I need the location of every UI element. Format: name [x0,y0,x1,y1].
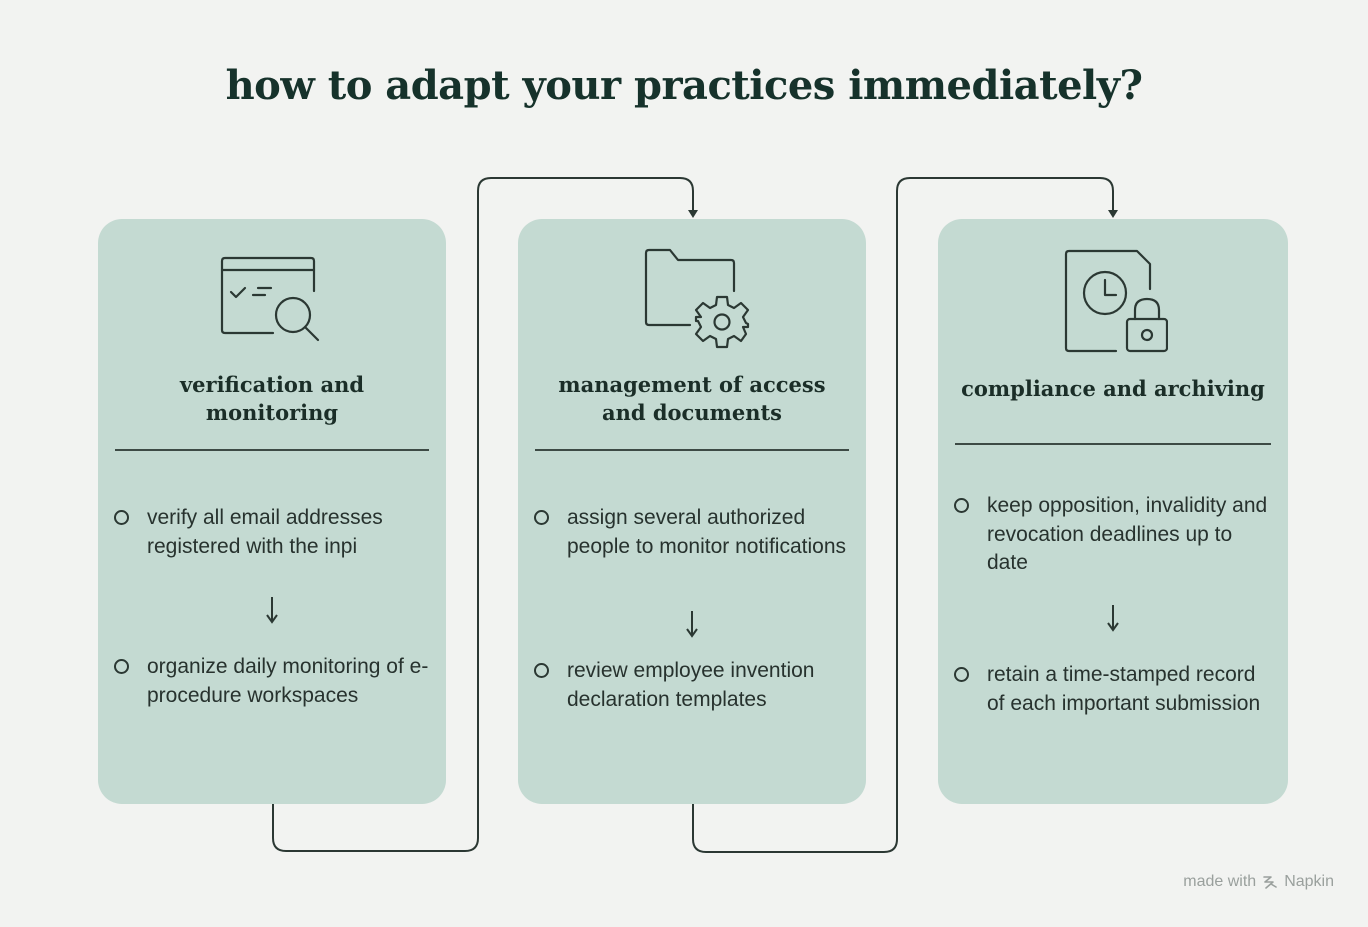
list-item: keep opposition, invalidity and revocati… [954,492,1274,578]
item-text: keep opposition, invalidity and revocati… [987,494,1268,574]
divider [535,449,849,451]
card-compliance-archiving: compliance and archiving keep opposition… [938,219,1288,804]
bullet-icon [954,667,969,682]
document-clock-lock-icon [938,249,1288,355]
card-verification-monitoring: verification and monitoring verify all e… [98,219,446,804]
bullet-icon [114,659,129,674]
divider [955,443,1271,445]
bullet-icon [534,510,549,525]
bullet-icon [114,510,129,525]
item-text: retain a time-stamped record of each imp… [987,663,1261,715]
item-text: organize daily monitoring of e-procedure… [147,655,429,707]
down-arrow-icon [1107,605,1119,632]
credit-brand: Napkin [1284,873,1334,890]
item-text: review employee invention declaration te… [567,659,815,711]
bullet-icon [954,498,969,513]
list-item: retain a time-stamped record of each imp… [954,661,1274,718]
divider [115,449,429,451]
item-text: verify all email addresses registered wi… [147,506,383,558]
card-heading: verification and monitoring [179,372,365,425]
list-item: review employee invention declaration te… [534,657,852,714]
card-heading: compliance and archiving [961,376,1265,401]
bullet-icon [534,663,549,678]
card-heading: management of access and documents [558,372,826,425]
credit-prefix: made with [1183,873,1257,890]
list-item: organize daily monitoring of e-procedure… [114,653,432,710]
item-text: assign several authorized people to moni… [567,506,846,558]
arrowhead-card-3 [1108,210,1118,218]
card-management-access-documents: management of access and documents assig… [518,219,866,804]
down-arrow-icon [686,611,698,638]
calendar-checklist-search-icon [98,255,446,347]
page-title: how to adapt your practices immediately? [225,62,1143,109]
arrowhead-card-2 [688,210,698,218]
list-item: assign several authorized people to moni… [534,504,852,561]
list-item: verify all email addresses registered wi… [114,504,432,561]
down-arrow-icon [266,597,278,624]
made-with-credit: made with Napkin [1183,873,1334,891]
napkin-logo-icon [1263,876,1277,889]
folder-gear-icon [518,247,866,353]
